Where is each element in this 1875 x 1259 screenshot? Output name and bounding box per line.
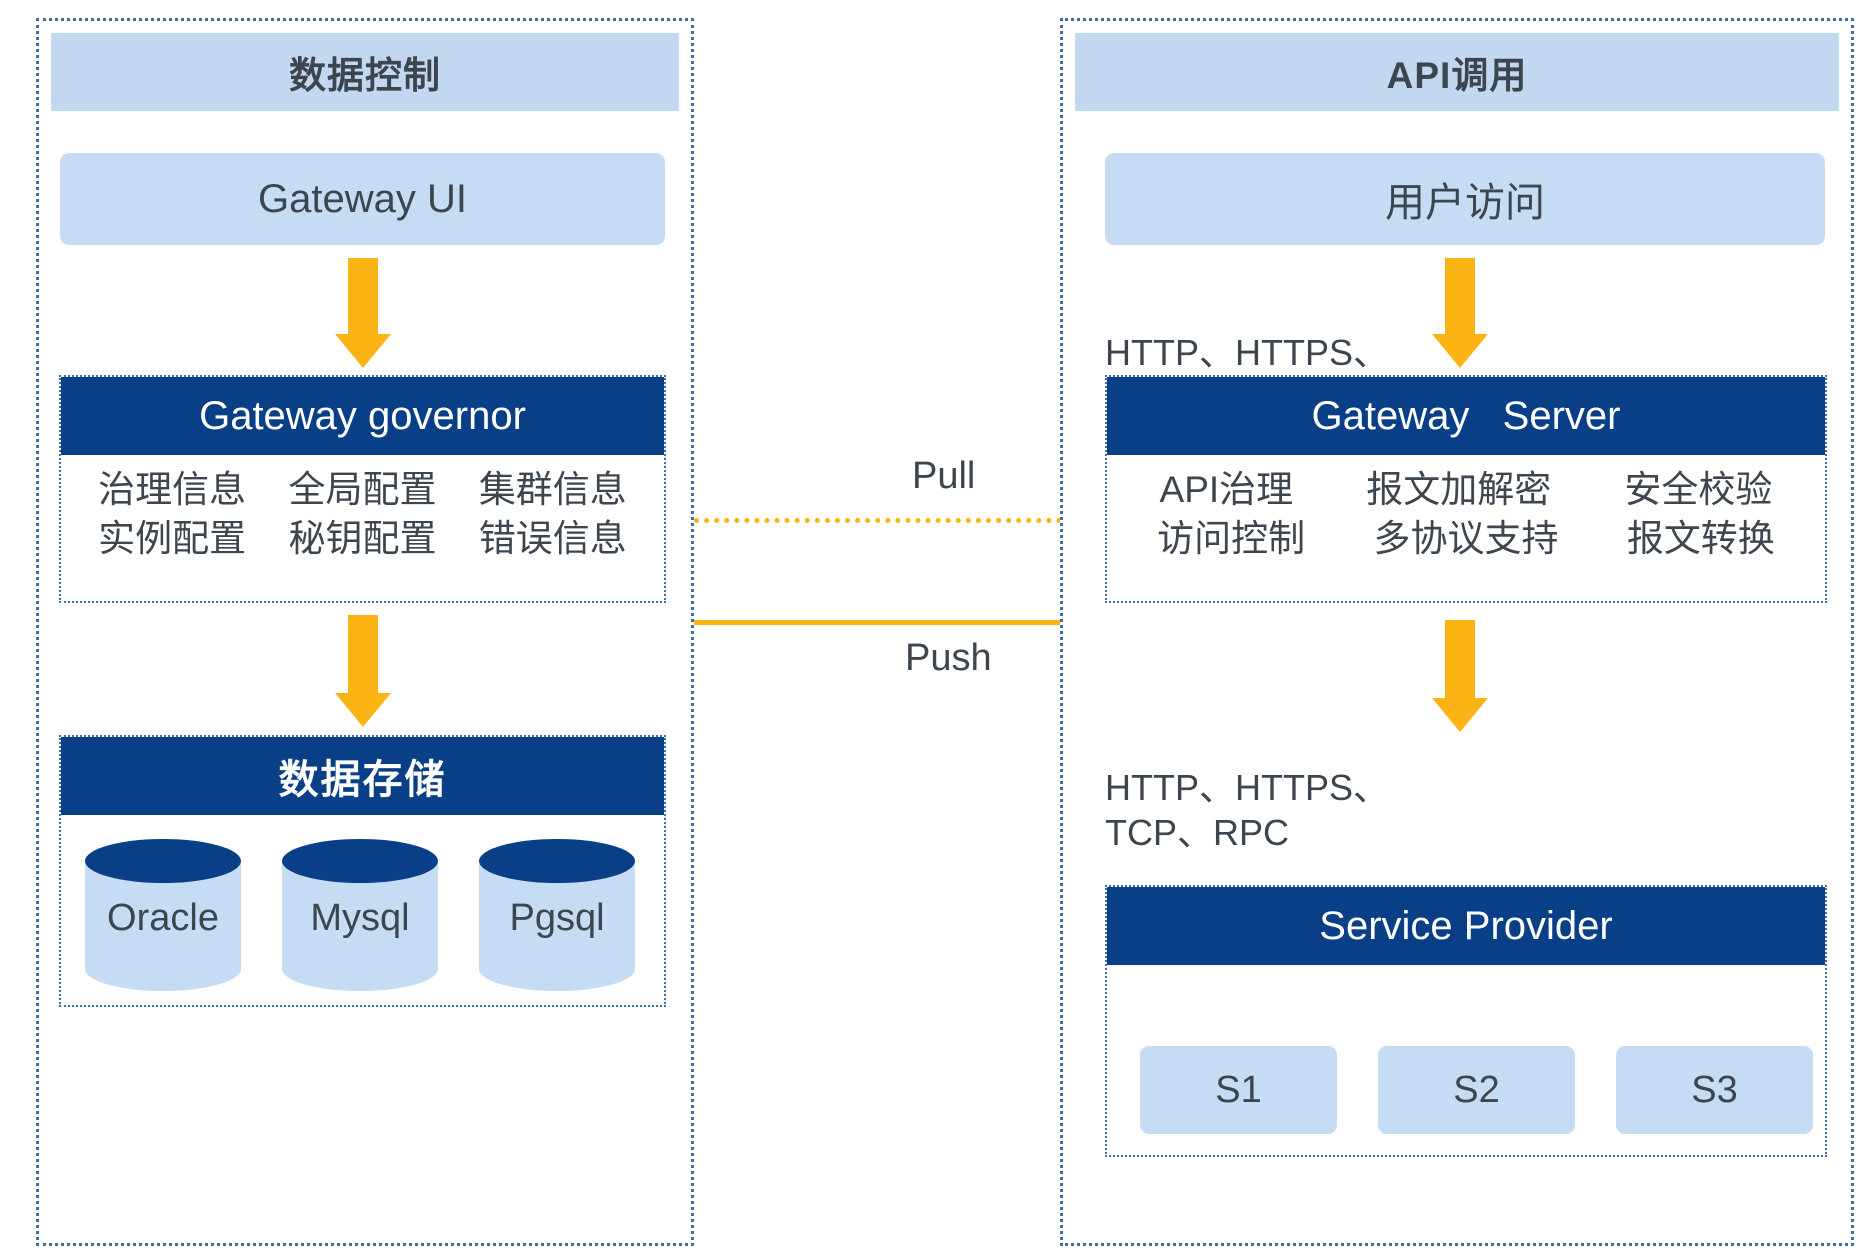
gateway-governor-card: Gateway governor 治理信息 全局配置 集群信息 实例配置 秘钥配…: [59, 375, 666, 603]
service-box-s1[interactable]: S1: [1140, 1046, 1337, 1134]
governor-feature-row: 实例配置 秘钥配置 错误信息: [61, 514, 664, 563]
gateway-ui-box[interactable]: Gateway UI: [60, 153, 665, 245]
pull-label: Pull: [912, 455, 976, 497]
governor-item[interactable]: 治理信息: [98, 469, 247, 510]
cylinder-top: [282, 839, 438, 883]
database-cylinder-pgsql[interactable]: Pgsql: [479, 839, 635, 991]
service-label: S2: [1453, 1068, 1500, 1111]
governor-item[interactable]: 全局配置: [288, 469, 437, 510]
protocol-label-bottom: HTTP、HTTPS、 TCP、RPC: [1105, 767, 1389, 853]
gateway-server-item[interactable]: 安全校验: [1624, 469, 1773, 510]
gateway-server-item[interactable]: 访问控制: [1157, 518, 1306, 560]
gateway-server-item[interactable]: 报文加解密: [1366, 469, 1552, 510]
governor-item[interactable]: 集群信息: [478, 469, 627, 510]
gateway-server-card: Gateway Server API治理 报文加解密 安全校验 访问控制 多协议…: [1105, 375, 1827, 603]
gateway-server-item[interactable]: API治理: [1159, 469, 1294, 510]
panel-left-title: 数据控制: [51, 33, 679, 111]
gateway-governor-header: Gateway governor: [61, 377, 664, 455]
pull-connector-line: [694, 518, 1082, 523]
push-label: Push: [905, 637, 992, 679]
arrow-user-to-gateway-server: [1432, 258, 1488, 368]
gateway-ui-label: Gateway UI: [258, 176, 467, 221]
cylinder-top: [479, 839, 635, 883]
gateway-server-feature-row: API治理 报文加解密 安全校验: [1107, 465, 1825, 514]
arrow-gateway-to-service-provider: [1432, 620, 1488, 732]
service-box-s2[interactable]: S2: [1378, 1046, 1575, 1134]
gateway-server-body: API治理 报文加解密 安全校验 访问控制 多协议支持 报文转换: [1107, 455, 1825, 575]
service-label: S3: [1691, 1068, 1738, 1111]
user-access-label: 用户访问: [1385, 181, 1545, 225]
governor-item[interactable]: 秘钥配置: [288, 518, 437, 560]
governor-feature-row: 治理信息 全局配置 集群信息: [61, 465, 664, 514]
gateway-server-feature-row: 访问控制 多协议支持 报文转换: [1107, 514, 1825, 563]
push-connector-line: [694, 620, 1074, 625]
gateway-governor-body: 治理信息 全局配置 集群信息 实例配置 秘钥配置 错误信息: [61, 455, 664, 575]
service-provider-header: Service Provider: [1107, 887, 1825, 965]
gateway-server-item[interactable]: 多协议支持: [1373, 518, 1559, 560]
database-label: Pgsql: [509, 897, 605, 939]
gateway-server-header: Gateway Server: [1107, 377, 1825, 455]
arrow-ui-to-governor: [335, 258, 391, 368]
database-label: Oracle: [107, 897, 219, 939]
cylinder-top: [85, 839, 241, 883]
user-access-box[interactable]: 用户访问: [1105, 153, 1825, 245]
service-box-s3[interactable]: S3: [1616, 1046, 1813, 1134]
database-cylinder-mysql[interactable]: Mysql: [282, 839, 438, 991]
gateway-server-item[interactable]: 报文转换: [1626, 518, 1775, 560]
governor-item[interactable]: 错误信息: [478, 518, 627, 560]
service-label: S1: [1215, 1068, 1262, 1111]
governor-item[interactable]: 实例配置: [98, 518, 247, 560]
data-storage-header: 数据存储: [61, 737, 664, 815]
panel-right-title: API调用: [1075, 33, 1839, 111]
database-label: Mysql: [310, 897, 410, 939]
database-cylinder-oracle[interactable]: Oracle: [85, 839, 241, 991]
arrow-governor-to-storage: [335, 615, 391, 727]
